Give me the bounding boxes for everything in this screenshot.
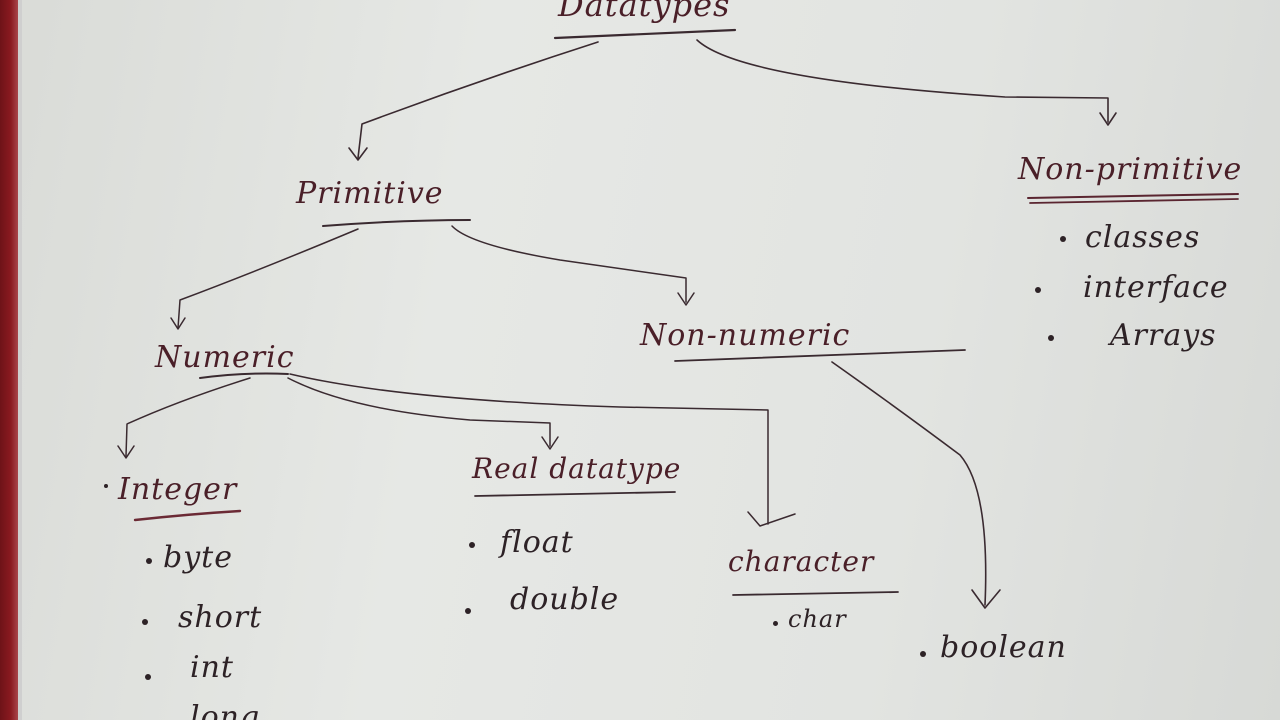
bullet bbox=[920, 651, 926, 657]
primitive-title: Primitive bbox=[296, 176, 444, 211]
integer-item-byte: byte bbox=[163, 540, 233, 575]
bullet bbox=[465, 608, 471, 614]
root-title: Datatypes bbox=[558, 0, 731, 24]
non-primitive-title: Non-primitive bbox=[1018, 152, 1243, 187]
arrow-primitive-non-numeric bbox=[451, 225, 687, 303]
integer-item-short: short bbox=[178, 600, 263, 635]
numeric-title: Numeric bbox=[155, 340, 295, 375]
arrow-numeric-character bbox=[289, 373, 769, 525]
bullet bbox=[773, 621, 778, 626]
integer-underline bbox=[133, 509, 242, 522]
integer-title: Integer bbox=[118, 472, 238, 507]
bullet bbox=[145, 674, 151, 680]
arrow-primitive-numeric bbox=[177, 228, 359, 329]
arrow-numeric-integer bbox=[125, 377, 251, 457]
arrow-non-numeric-boolean bbox=[831, 361, 987, 606]
arrow-numeric-real bbox=[287, 377, 551, 447]
integer-item-long: long bbox=[190, 700, 261, 720]
non-primitive-item-interface: interface bbox=[1083, 270, 1229, 305]
character-item-char: char bbox=[788, 605, 847, 633]
non-primitive-underline bbox=[1027, 193, 1239, 199]
non-numeric-underline bbox=[674, 349, 966, 362]
integer-item-int: int bbox=[190, 650, 234, 685]
non-primitive-item-arrays: Arrays bbox=[1110, 318, 1217, 353]
non-numeric-title: Non-numeric bbox=[640, 318, 851, 353]
non-numeric-item-boolean: boolean bbox=[940, 630, 1067, 665]
bullet bbox=[146, 558, 152, 564]
bullet bbox=[1048, 335, 1054, 341]
root-underline bbox=[553, 28, 737, 40]
primitive-underline bbox=[322, 219, 471, 227]
bullet bbox=[469, 542, 475, 548]
page-margin bbox=[18, 0, 22, 720]
real-item-double: double bbox=[510, 582, 620, 617]
numeric-underline bbox=[199, 372, 289, 379]
real-datatype-title: Real datatype bbox=[472, 452, 682, 485]
notebook-binding bbox=[0, 0, 18, 720]
bullet bbox=[104, 484, 108, 488]
real-underline bbox=[474, 491, 676, 497]
bullet bbox=[1060, 236, 1066, 242]
bullet bbox=[142, 619, 148, 625]
arrow-root-primitive bbox=[357, 41, 599, 159]
character-underline bbox=[732, 591, 899, 596]
real-item-float: float bbox=[500, 525, 574, 560]
non-primitive-item-classes: classes bbox=[1085, 220, 1201, 255]
bullet bbox=[1035, 287, 1041, 293]
character-title: character bbox=[728, 545, 875, 578]
non-primitive-underline-2 bbox=[1029, 198, 1239, 204]
arrow-root-non-primitive bbox=[696, 39, 1109, 123]
